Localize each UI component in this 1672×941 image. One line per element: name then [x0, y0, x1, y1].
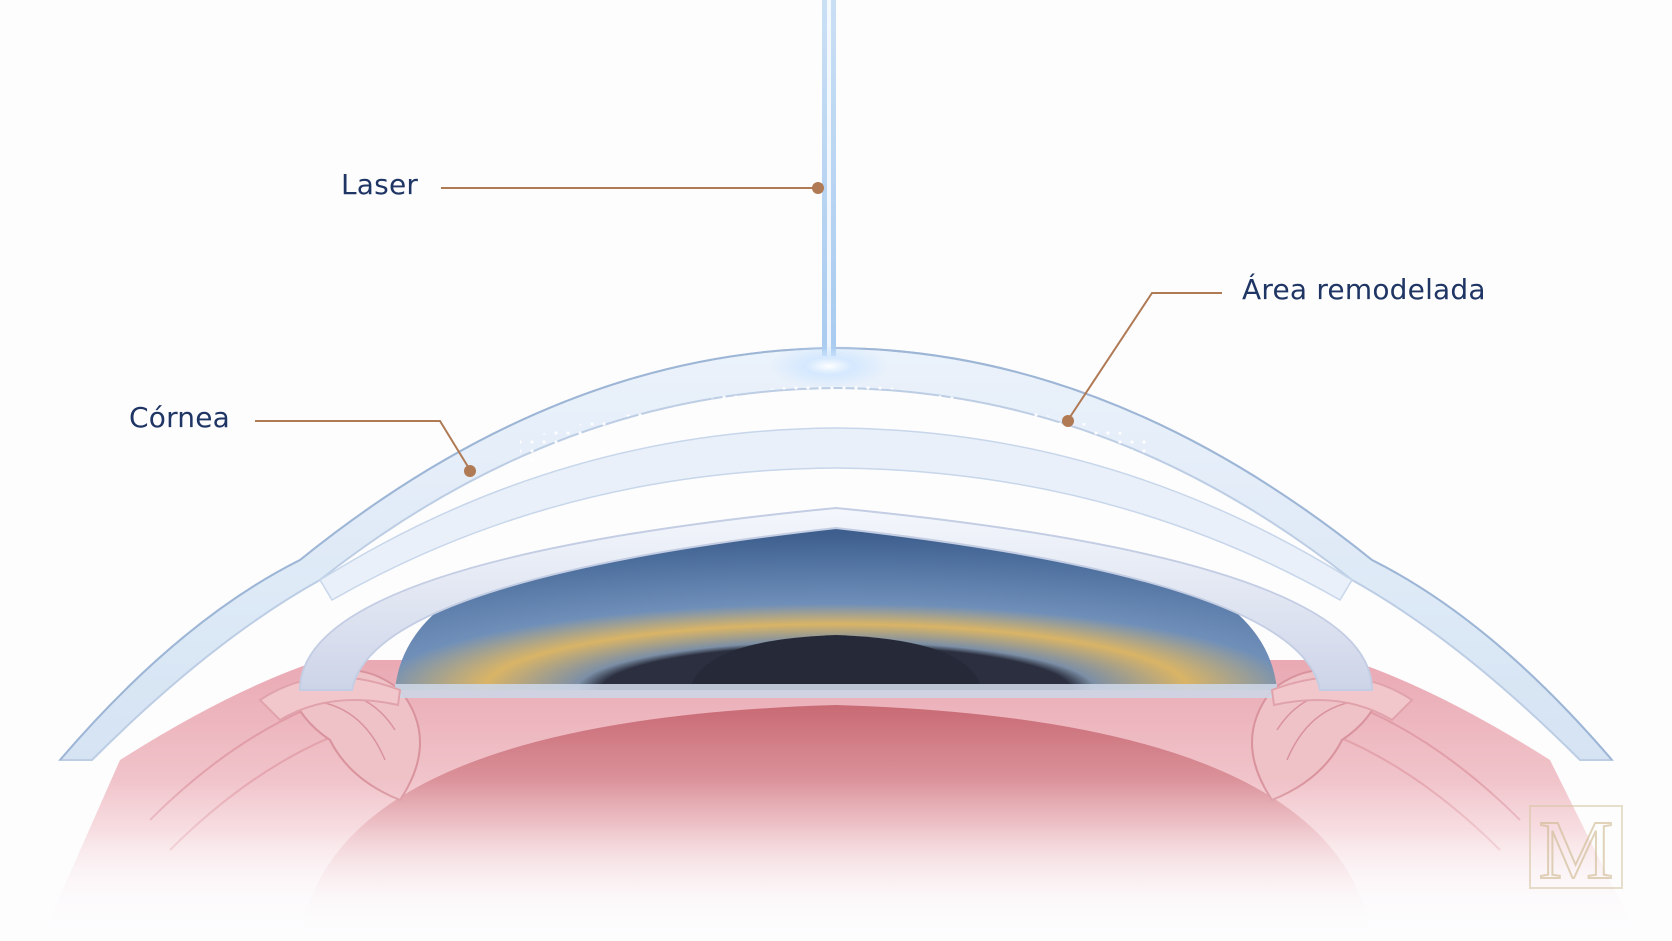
- watermark-logo: M: [1529, 803, 1623, 898]
- label-laser: Laser: [341, 168, 419, 201]
- svg-text:M: M: [1539, 804, 1614, 897]
- leader-line-cornea: [255, 420, 476, 477]
- label-cornea: Córnea: [129, 401, 231, 434]
- leader-line-remodeled-area: [1062, 292, 1222, 427]
- laser-impact-glow: [769, 344, 889, 388]
- pupil: [690, 635, 982, 690]
- iris: [395, 525, 1277, 698]
- label-remodeled-area: Área remodelada: [1242, 273, 1486, 306]
- anterior-chamber: [298, 506, 1374, 691]
- leader-line-laser: [441, 182, 824, 194]
